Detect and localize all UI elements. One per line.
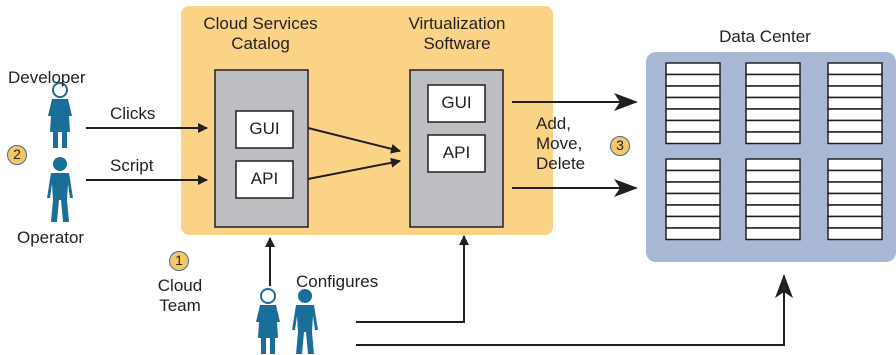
catalog-gui-label: GUI	[249, 119, 280, 138]
server-unit	[745, 108, 801, 122]
server-unit	[665, 85, 721, 99]
server-unit	[827, 169, 883, 183]
server-unit	[665, 192, 721, 206]
server-unit	[745, 73, 801, 87]
server-unit	[665, 96, 721, 110]
step-1-badge: 1	[169, 251, 189, 271]
team-to-datacenter-arrow	[356, 274, 793, 346]
cloud-team-woman-icon	[255, 288, 281, 355]
server-unit	[665, 62, 721, 76]
server-unit	[665, 227, 721, 241]
server-rack	[827, 158, 883, 241]
virtualization-api-box[interactable]	[427, 134, 486, 173]
catalog-gui-box[interactable]	[235, 110, 294, 149]
server-unit	[745, 96, 801, 110]
server-unit	[665, 181, 721, 195]
server-unit	[745, 181, 801, 195]
developer-person-icon	[47, 82, 73, 149]
server-rack	[665, 62, 721, 145]
virtualization-gui-label: GUI	[441, 93, 472, 112]
virtualization-api-label: API	[442, 143, 471, 162]
server-unit	[745, 131, 801, 145]
server-unit	[827, 158, 883, 172]
server-racks	[665, 62, 883, 241]
catalog-api-label: API	[250, 169, 279, 188]
server-unit	[745, 158, 801, 172]
server-unit	[745, 169, 801, 183]
server-unit	[745, 215, 801, 229]
server-unit	[827, 204, 883, 218]
server-unit	[665, 131, 721, 145]
developer-label: Developer	[8, 68, 86, 87]
server-unit	[745, 192, 801, 206]
operator-person-icon	[47, 157, 73, 222]
server-unit	[745, 204, 801, 218]
api-to-virtualization-arrow	[307, 157, 401, 180]
operator-label: Operator	[17, 228, 85, 247]
server-unit	[665, 204, 721, 218]
server-unit	[827, 108, 883, 122]
server-unit	[827, 73, 883, 87]
server-unit	[827, 192, 883, 206]
data-center-title: Data Center	[719, 27, 811, 46]
server-unit	[665, 119, 721, 133]
step-2-badge: 2	[7, 145, 27, 165]
server-unit	[827, 131, 883, 145]
server-unit	[745, 119, 801, 133]
gui-to-virtualization-arrow	[307, 127, 401, 154]
server-unit	[827, 181, 883, 195]
server-unit	[827, 96, 883, 110]
server-unit	[827, 85, 883, 99]
server-unit	[745, 62, 801, 76]
server-unit	[827, 119, 883, 133]
add-move-delete-label: Add,Move,Delete	[536, 114, 586, 173]
server-rack	[665, 158, 721, 241]
server-unit	[827, 227, 883, 241]
clicks-label: Clicks	[110, 104, 156, 123]
server-rack	[827, 62, 883, 145]
server-unit	[665, 73, 721, 87]
server-unit	[665, 158, 721, 172]
server-unit	[665, 215, 721, 229]
server-rack	[745, 62, 801, 145]
configures-label: Configures	[296, 272, 379, 291]
team-to-virtualization-arrow	[356, 235, 469, 323]
server-unit	[827, 62, 883, 76]
server-unit	[665, 108, 721, 122]
cloud-team-man-icon	[292, 289, 318, 354]
catalog-api-box[interactable]	[235, 160, 294, 199]
server-unit	[745, 227, 801, 241]
server-unit	[665, 169, 721, 183]
step-3-badge: 3	[610, 136, 630, 156]
script-label: Script	[110, 156, 154, 175]
server-unit	[745, 85, 801, 99]
server-unit	[827, 215, 883, 229]
virtualization-gui-box[interactable]	[427, 84, 486, 123]
server-rack	[745, 158, 801, 241]
